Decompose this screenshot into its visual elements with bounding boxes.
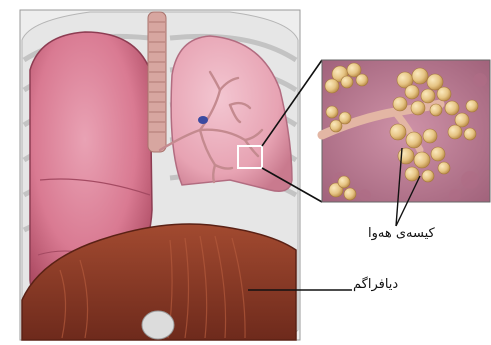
- spine: [142, 311, 174, 339]
- alveoli-label: کیسەی هەوا: [368, 226, 435, 241]
- diaphragm-label: دیافراگم: [353, 277, 398, 292]
- blood-vessel: [198, 116, 208, 124]
- trachea: [148, 12, 166, 152]
- alveoli-magnified-view: [322, 60, 490, 202]
